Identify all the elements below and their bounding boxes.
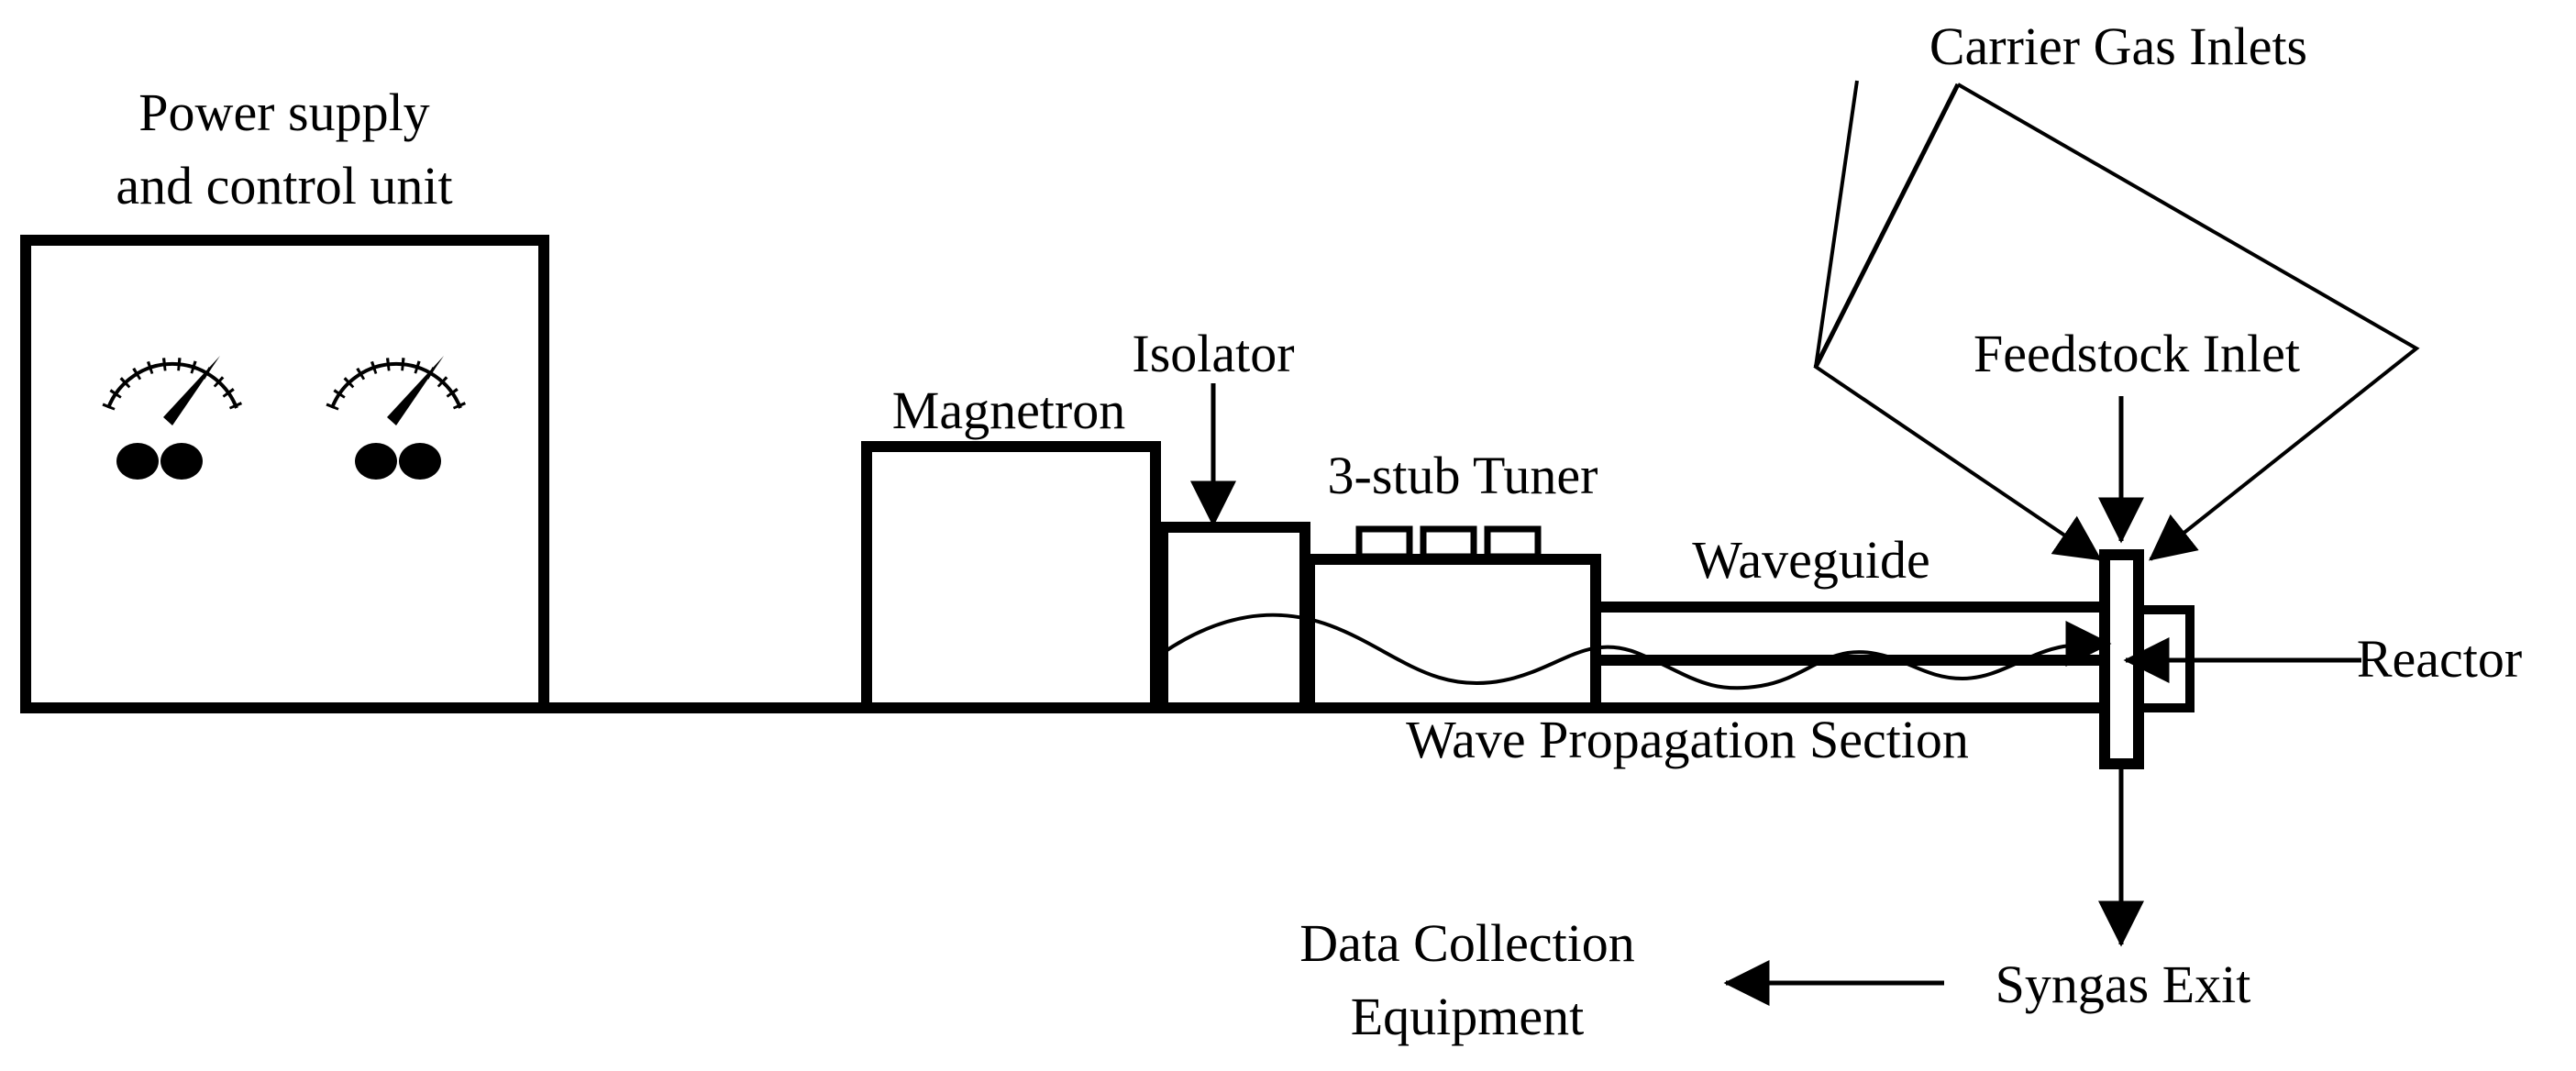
tuner-label: 3-stub Tuner	[1328, 446, 1598, 505]
magnetron-box	[861, 441, 1161, 713]
isolator-box	[1157, 522, 1310, 713]
power-supply-label: Power supply	[138, 83, 429, 142]
tuner-stub	[1484, 525, 1542, 560]
power-supply-label: and control unit	[116, 156, 452, 215]
tuner-stub	[1420, 525, 1477, 560]
microwave-wave	[1161, 613, 2112, 690]
indicator-lights-icon	[355, 443, 441, 480]
feedstock-label: Feedstock Inlet	[1973, 324, 2300, 383]
reactor-label: Reactor	[2357, 629, 2522, 689]
carrier-gas-label: Carrier Gas Inlets	[1929, 17, 2307, 76]
power-supply-unit	[20, 235, 549, 713]
syngas-label: Syngas Exit	[1996, 955, 2251, 1014]
data-collection-label: Equipment	[1351, 987, 1585, 1046]
waveguide-label: Waveguide	[1692, 530, 1929, 590]
tuner-stub	[1355, 525, 1413, 560]
wave-propagation-label: Wave Propagation Section	[1406, 710, 1969, 769]
tuner-box	[1304, 525, 1601, 713]
magnetron-label: Magnetron	[892, 381, 1126, 440]
data-collection-label: Data Collection	[1299, 913, 1635, 973]
gauge-icon	[102, 356, 243, 425]
gauge-icon	[326, 356, 467, 425]
isolator-label: Isolator	[1132, 324, 1294, 383]
carrier-gas-lines	[1813, 80, 2420, 561]
indicator-lights-icon	[116, 443, 203, 480]
